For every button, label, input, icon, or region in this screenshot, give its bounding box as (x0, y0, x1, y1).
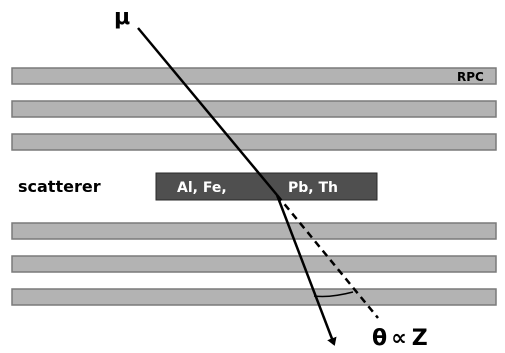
z-symbol: Z (412, 326, 428, 351)
rpc-plane-bottom-2 (11, 255, 497, 273)
theta-symbol: θ (372, 326, 387, 351)
scattering-angle-arc (313, 291, 354, 298)
incoming-track-line (137, 27, 278, 196)
proportional-symbol: ∝ (391, 326, 407, 351)
scatterer-material-left: Al, Fe, (177, 180, 227, 196)
scatterer-label: scatterer (18, 177, 101, 196)
rpc-plane-top-3 (11, 133, 497, 151)
scatterer-material-right: Pb, Th (288, 180, 338, 196)
scatterer-block (155, 172, 378, 201)
rpc-plane-bottom-1 (11, 222, 497, 240)
rpc-label: RPC (457, 70, 484, 84)
rpc-plane-top-2 (11, 100, 497, 118)
scattered-track-arrow (275, 194, 337, 346)
rpc-plane-bottom-3 (11, 288, 497, 306)
muon-label: μ (114, 5, 130, 30)
rpc-plane-top-1 (11, 67, 497, 85)
angle-relation: θ∝Z (372, 326, 428, 351)
undeflected-path-line (276, 194, 379, 319)
